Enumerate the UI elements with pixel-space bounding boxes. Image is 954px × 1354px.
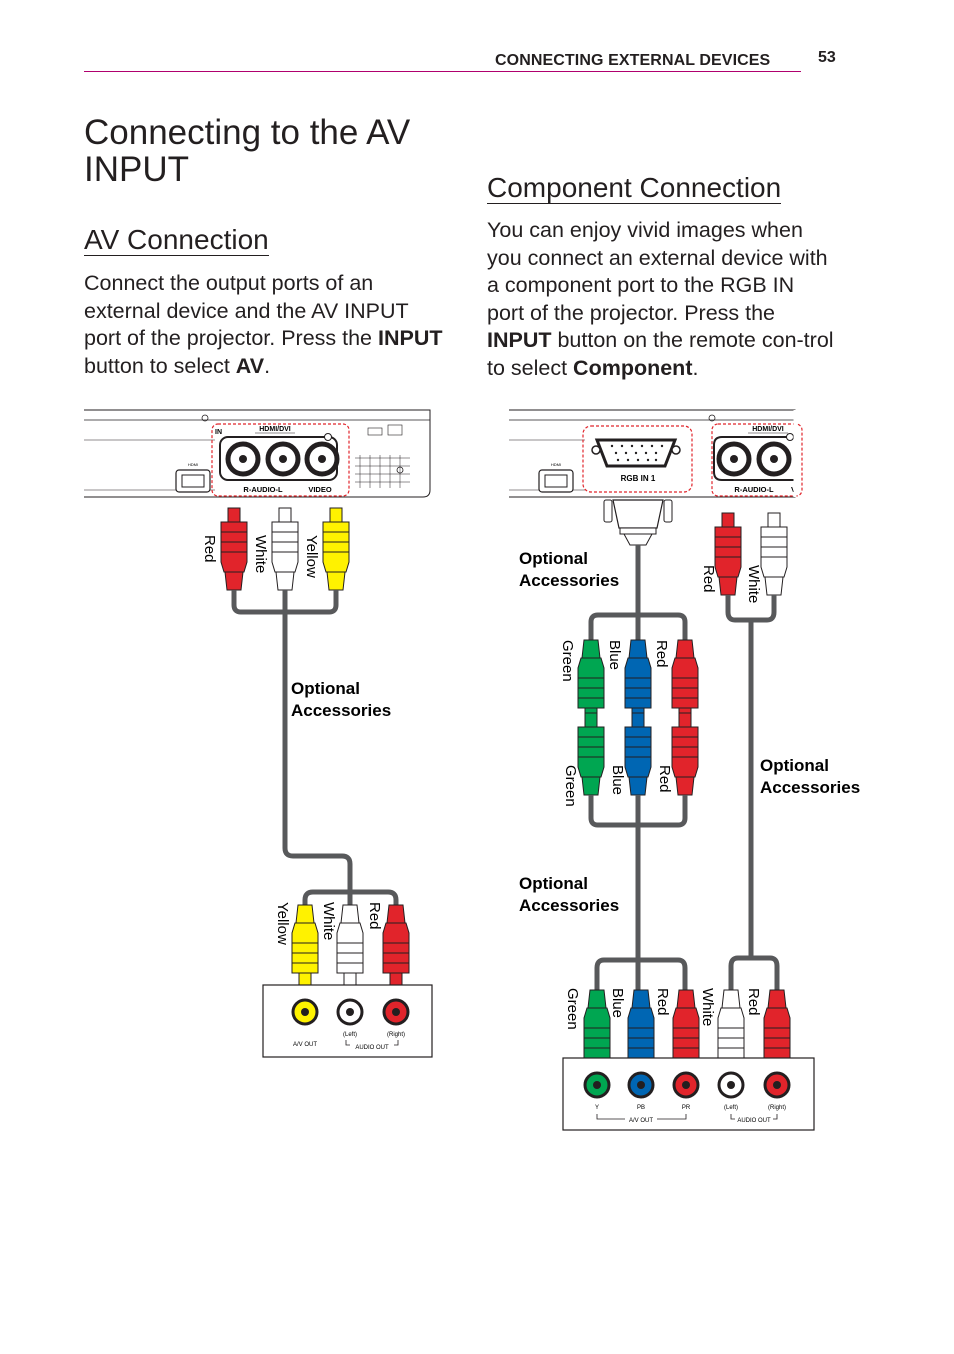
- panel-audio-label-comp: R-AUDIO-L: [734, 485, 774, 494]
- label-red-bottom: Red: [366, 902, 383, 930]
- label-yellow-top: Yellow: [303, 535, 320, 578]
- hdmi-port-comp: [538, 469, 574, 493]
- optional-label-audio: Optional: [760, 756, 829, 775]
- plug-white-top: [271, 507, 299, 591]
- plug-yellow-bottom: [291, 904, 319, 988]
- device-right-label-comp: (Right): [768, 1105, 786, 1111]
- panel-hdmi-label: HDMI/DVI: [259, 426, 291, 433]
- label-red-bottom-comp: Red: [654, 988, 671, 1016]
- page-title: Connecting to the AV INPUT: [84, 113, 411, 189]
- panel-video-label: VIDEO: [308, 485, 332, 494]
- optional-label-comp-1: Optional: [519, 549, 588, 568]
- plug-red-bottom: [382, 904, 410, 988]
- device-right-label: (Right): [387, 1032, 405, 1038]
- accessories-label-comp-1: Accessories: [519, 571, 619, 590]
- plug-green-2: [577, 712, 605, 796]
- label-green-2: Green: [562, 765, 579, 807]
- device-y-label: Y: [595, 1105, 599, 1111]
- accessories-label-audio: Accessories: [760, 778, 860, 797]
- rgb-plug: [612, 499, 664, 529]
- hdmi-small-label-comp: HDMI: [551, 462, 561, 467]
- accessories-label-comp-2: Accessories: [519, 896, 619, 915]
- label-blue-1: Blue: [606, 640, 623, 670]
- panel-in-label: IN: [215, 429, 222, 436]
- av-port-highlight: [211, 423, 350, 497]
- hdmi-small-label: HDMI: [188, 462, 198, 467]
- label-yellow-bottom: Yellow: [274, 902, 291, 945]
- device-av-out-label: A/V OUT: [293, 1042, 317, 1048]
- label-white-top: White: [252, 535, 269, 573]
- av-cable: [282, 612, 353, 890]
- label-red-audio-bottom: Red: [745, 988, 762, 1016]
- optional-label-comp-2: Optional: [519, 874, 588, 893]
- device-audio-out-label-comp: AUDIO OUT: [737, 1118, 771, 1124]
- panel-hdmi-label-comp: HDMI/DVI: [752, 426, 784, 433]
- page-number: 53: [818, 49, 836, 66]
- av-diagram: HDMI IN HDMI/DVI R-AUDIO-L VIDEO Red Whi…: [84, 409, 433, 1058]
- accessories-label-av: Accessories: [291, 701, 391, 720]
- hdmi-port: [175, 469, 211, 493]
- plug-red-1: [671, 639, 699, 723]
- component-diagram: HDMI RGB IN 1 HDMI/DVI R-AUDIO-L V: [509, 409, 860, 1131]
- device-pr-label: PR: [682, 1105, 691, 1111]
- header-rule: [84, 71, 801, 72]
- panel-rgb-label: RGB IN 1: [621, 474, 656, 483]
- av-connection-heading: AV Connection: [84, 224, 269, 256]
- panel-audio-label: R-AUDIO-L: [243, 485, 283, 494]
- plug-white-bottom: [336, 904, 364, 988]
- label-red-top: Red: [201, 535, 218, 563]
- device-pb-label: PB: [637, 1105, 645, 1111]
- device-audio-out-label: AUDIO OUT: [355, 1045, 389, 1051]
- device-left-label-comp: (Left): [724, 1105, 738, 1111]
- component-connection-heading: Component Connection: [487, 172, 782, 204]
- label-white-bottom: White: [320, 902, 337, 940]
- label-green-bottom: Green: [564, 988, 581, 1030]
- label-white-audio-top: White: [745, 565, 762, 603]
- component-cable-bottom: [594, 957, 688, 1000]
- label-blue-2: Blue: [609, 765, 626, 795]
- label-red-1: Red: [653, 640, 670, 668]
- plug-green-1: [577, 639, 605, 723]
- plug-red-top: [220, 507, 248, 591]
- component-connection-paragraph: You can enjoy vivid images when you conn…: [487, 218, 834, 380]
- plug-blue-1: [624, 639, 652, 723]
- plug-white-audio-top: [760, 512, 788, 596]
- plug-red-audio-top: [714, 512, 742, 596]
- label-green-1: Green: [559, 640, 576, 682]
- plug-blue-2: [624, 712, 652, 796]
- rgb-port-highlight: [582, 425, 693, 493]
- av-connection-paragraph: Connect the output ports of an external …: [84, 271, 443, 378]
- label-white-bottom-comp: White: [699, 988, 716, 1026]
- plug-yellow-top: [322, 507, 350, 591]
- label-red-2: Red: [656, 765, 673, 793]
- label-blue-bottom: Blue: [609, 988, 626, 1018]
- plug-red-2: [671, 712, 699, 796]
- running-header: CONNECTING EXTERNAL DEVICES: [495, 52, 771, 69]
- device-av-out-label-comp: A/V OUT: [629, 1118, 653, 1124]
- label-red-audio-top: Red: [700, 565, 717, 593]
- optional-label-av: Optional: [291, 679, 360, 698]
- device-left-label: (Left): [343, 1032, 357, 1038]
- audio-port-highlight: [711, 423, 803, 497]
